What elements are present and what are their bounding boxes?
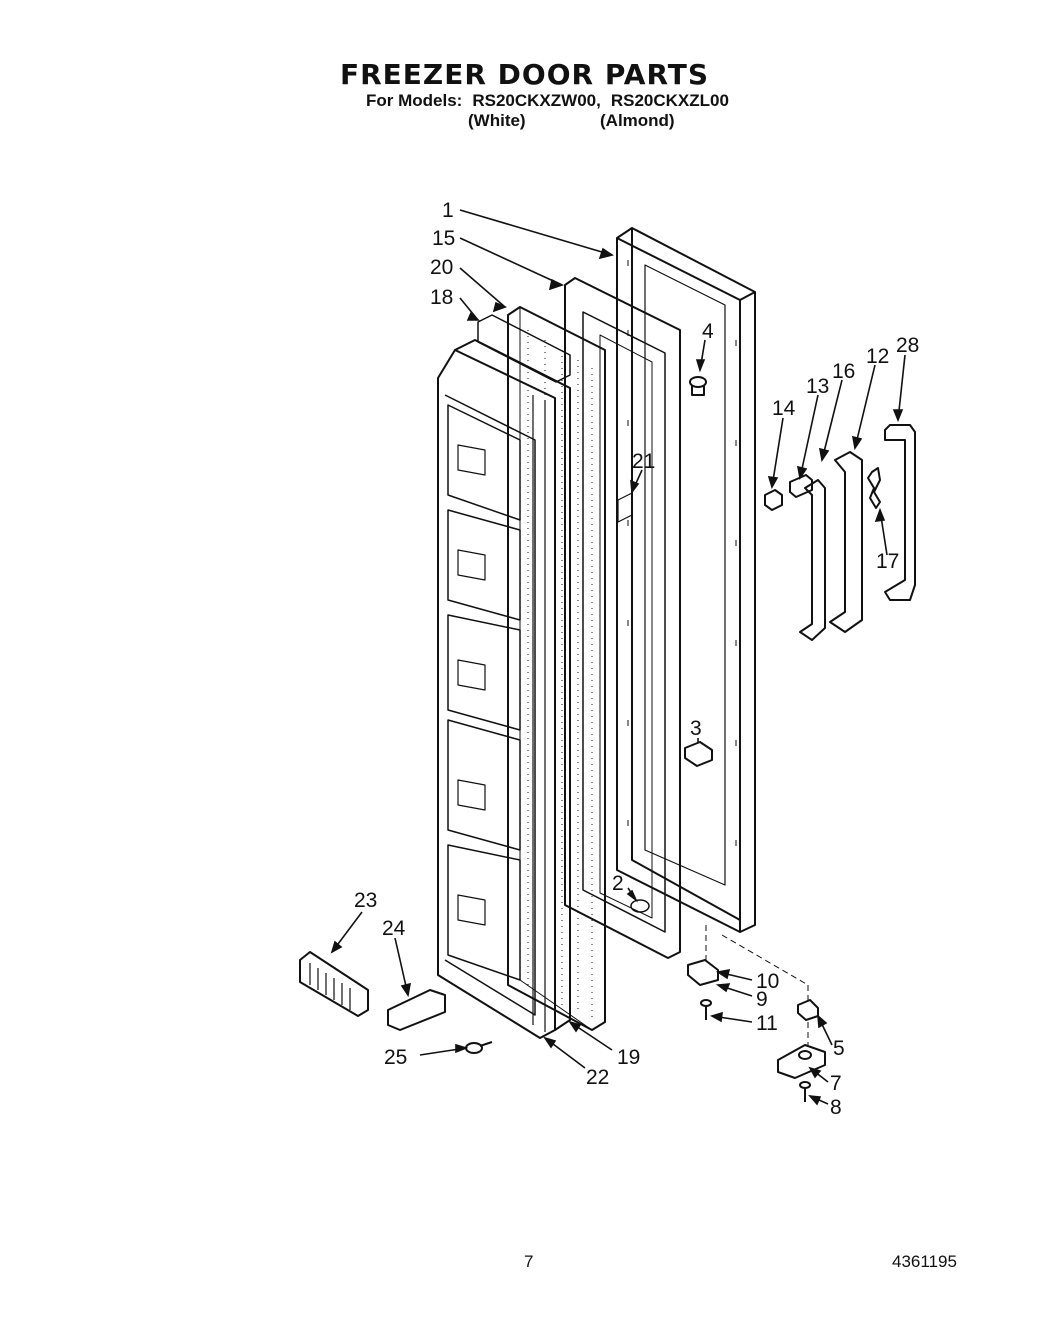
part-13-handle-trim: [799, 479, 826, 641]
callout-17: 17: [876, 550, 899, 573]
model-number-2: RS20CKXZL00: [610, 91, 729, 110]
part-12-handle: [829, 451, 863, 633]
part-17-spring: [867, 467, 881, 509]
document-number: 4361195: [892, 1252, 957, 1271]
page-number: 7: [524, 1252, 534, 1271]
door-inner-liner: [437, 314, 571, 1039]
page-title: FREEZER DOOR PARTS: [339, 58, 710, 91]
callout-24: 24: [382, 917, 406, 940]
part-8-screw: [799, 1081, 811, 1102]
part-3-clip: [684, 741, 713, 767]
callout-16: 16: [832, 360, 855, 383]
callout-8: 8: [830, 1096, 842, 1119]
part-24-bracket: [387, 989, 446, 1031]
callout-13: 13: [806, 375, 829, 398]
callout-25: 25: [384, 1046, 407, 1069]
callout-14: 14: [772, 397, 796, 420]
part-16-screw: [789, 474, 813, 498]
models-line: For Models: RS20CKXZW00, RS20CKXZL00: [366, 91, 739, 111]
part-28-handle-insert: [884, 424, 916, 601]
callout-5: 5: [833, 1037, 845, 1060]
callout-23: 23: [354, 889, 377, 912]
part-11-screw: [700, 999, 712, 1020]
part-23-grille: [299, 951, 369, 1017]
part-10-hinge-pin: [687, 959, 719, 986]
door-insulation: [507, 306, 606, 1031]
callout-19: 19: [617, 1046, 640, 1069]
callout-21: 21: [632, 450, 655, 473]
variant-almond: (Almond): [600, 111, 675, 130]
callout-15: 15: [432, 227, 455, 250]
callout-20: 20: [430, 256, 453, 279]
part-14-clip: [764, 489, 783, 511]
part-25-screw: [465, 1041, 493, 1054]
callout-10: 10: [756, 970, 779, 993]
callout-12: 12: [866, 345, 889, 368]
callout-9: 9: [756, 988, 768, 1011]
model-number-1: RS20CKXZW00,: [472, 91, 601, 110]
callout-22: 22: [586, 1066, 609, 1089]
part-7-hinge: [777, 1044, 826, 1079]
callout-labels: 1 15 20 18 4 21 28 16 13 12 14 17 3 2 23…: [354, 199, 919, 1119]
callout-2: 2: [612, 872, 624, 895]
callout-3: 3: [690, 717, 702, 740]
callout-1: 1: [442, 199, 454, 222]
callout-11: 11: [756, 1012, 778, 1035]
callout-7: 7: [830, 1072, 842, 1095]
part-4-plug: [689, 376, 707, 396]
callout-28: 28: [896, 334, 919, 357]
part-5-bushing: [797, 999, 819, 1021]
door-outer-panel: [616, 227, 756, 933]
callout-18: 18: [430, 286, 453, 309]
models-prefix: For Models:: [366, 91, 463, 110]
door-gasket-frame: [564, 277, 681, 959]
callout-4: 4: [702, 320, 714, 343]
variant-white: (White): [468, 111, 526, 130]
